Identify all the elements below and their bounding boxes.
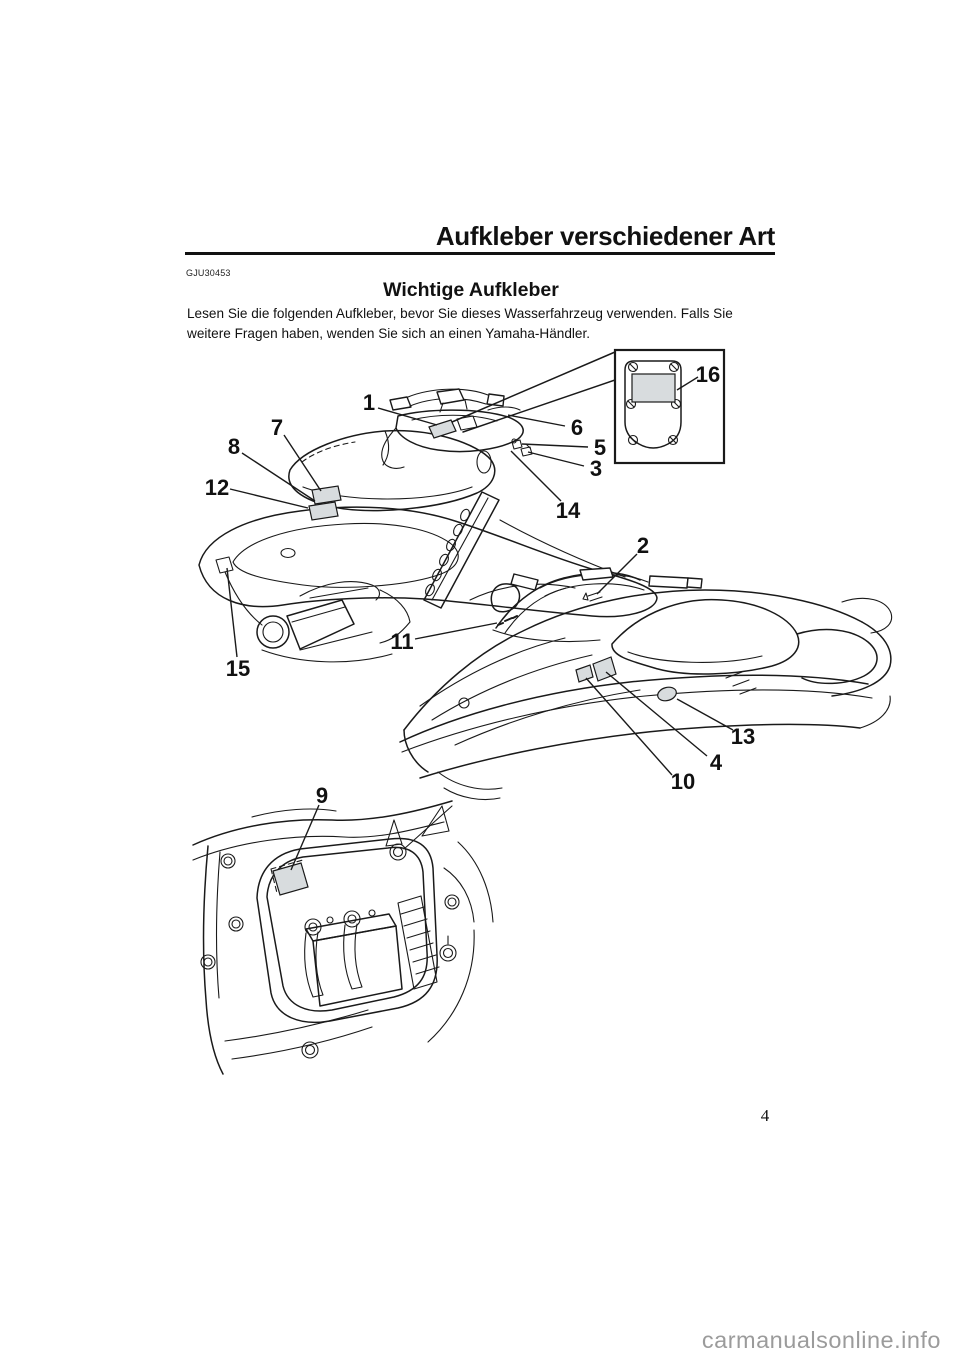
- sticker-label-10-hull-side: [575, 664, 594, 683]
- callout-number-14: 14: [556, 498, 581, 523]
- leader-line-14: [510, 450, 562, 502]
- callout-number-4: 4: [710, 750, 723, 775]
- inset-label-panel: [451, 348, 726, 465]
- leader-line-5: [521, 443, 589, 448]
- jetski-front-view: [399, 567, 893, 801]
- leader-line-9: [290, 804, 320, 871]
- leader-line-7: [283, 434, 322, 492]
- callout-number-15: 15: [226, 656, 250, 681]
- sticker-label-1-console: [428, 419, 457, 439]
- leader-line-11: [414, 622, 498, 640]
- leader-line-13: [676, 698, 734, 731]
- callout-number-2: 2: [637, 533, 649, 558]
- callout-number-12: 12: [205, 475, 229, 500]
- section-code: GJU30453: [186, 268, 231, 278]
- sticker-label-13-fuel-cap: [657, 686, 677, 702]
- callout-number-8: 8: [228, 434, 240, 459]
- section-title: Wichtige Aufkleber: [383, 279, 559, 301]
- callout-number-6: 6: [571, 415, 583, 440]
- panel-screws: [625, 361, 682, 446]
- intro-line-1: Lesen Sie die folgenden Aufkleber, bevor…: [187, 306, 733, 321]
- page-header-title: Aufkleber verschiedener Art: [435, 221, 775, 251]
- sticker-label-12-deck-lower: [308, 501, 339, 521]
- sticker-label-9-engine-room: [272, 862, 309, 896]
- leader-line-10: [585, 677, 673, 776]
- sticker-label-7-deck-upper: [311, 485, 342, 505]
- callout-number-1: 1: [363, 390, 375, 415]
- callout-number-5: 5: [594, 435, 606, 460]
- leader-line-16: [676, 376, 699, 391]
- page-number: 4: [760, 1106, 770, 1125]
- leader-line-2: [596, 553, 638, 595]
- leader-line-1: [377, 407, 438, 426]
- engine-compartment-view: [192, 800, 494, 1075]
- intro-line-2: weitere Fragen haben, wenden Sie sich an…: [187, 325, 591, 341]
- watermark: carmanualsonline.info: [701, 1327, 941, 1353]
- callout-leader-lines: [226, 376, 734, 871]
- callout-number-7: 7: [271, 415, 283, 440]
- inset-reference-lines: [451, 351, 616, 433]
- sticker-label-16-inset-panel: [631, 373, 676, 403]
- jetski-rear-view: [198, 388, 658, 663]
- callout-number-3: 3: [590, 456, 602, 481]
- callout-number-16: 16: [696, 362, 720, 387]
- sticker-labels: [272, 373, 677, 896]
- callout-number-9: 9: [316, 783, 328, 808]
- callout-number-13: 13: [731, 724, 755, 749]
- leader-line-3: [527, 451, 585, 467]
- leader-line-8: [241, 452, 316, 502]
- leader-line-6: [507, 414, 566, 427]
- callout-number-10: 10: [671, 769, 695, 794]
- leader-line-4: [605, 671, 708, 757]
- callout-number-11: 11: [390, 629, 413, 654]
- header-rule: [185, 252, 775, 255]
- leader-line-15: [226, 567, 238, 658]
- intro-paragraph: Lesen Sie die folgenden Aufkleber, bevor…: [187, 304, 787, 343]
- leader-line-12: [229, 488, 309, 509]
